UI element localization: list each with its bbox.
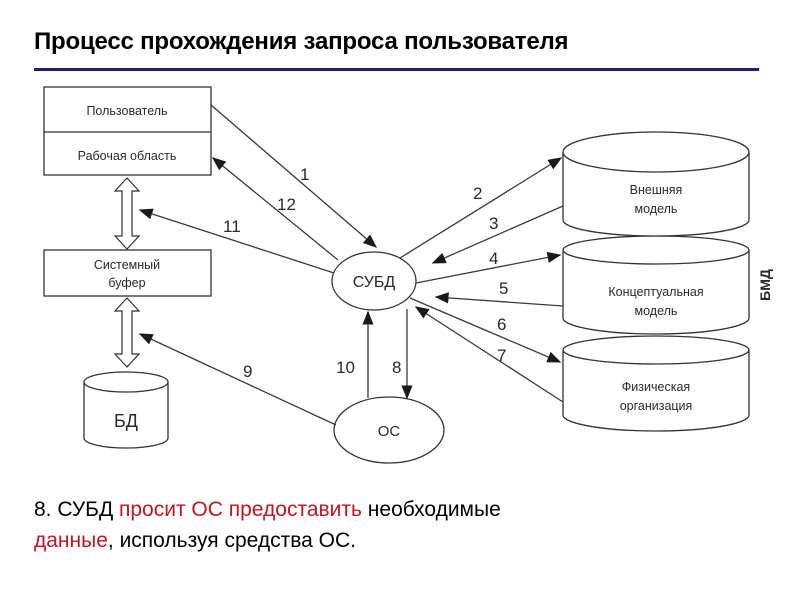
system-buffer-line1: Системный bbox=[94, 258, 160, 272]
arrow-label-2: 2 bbox=[473, 184, 482, 203]
arrow-label-9: 9 bbox=[243, 362, 252, 381]
system-buffer-box: Системный буфер bbox=[43, 249, 212, 297]
physical-org-line1: Физическая bbox=[622, 380, 690, 394]
arrow-7 bbox=[414, 306, 564, 403]
step-caption: 8. СУБД просит ОС предоставить необходим… bbox=[34, 494, 501, 556]
caption-highlight-2: данные bbox=[34, 529, 108, 552]
double-arrow-user-buffer bbox=[113, 177, 141, 250]
dbms-label: СУБД bbox=[353, 274, 396, 291]
arrow-2 bbox=[399, 157, 563, 259]
arrow-label-8: 8 bbox=[392, 358, 401, 377]
bmd-stack bbox=[562, 131, 750, 432]
arrow-label-3: 3 bbox=[489, 214, 498, 233]
caption-part1: 8. СУБД bbox=[34, 498, 119, 521]
arrow-6 bbox=[409, 297, 562, 363]
system-buffer-line2: буфер bbox=[108, 276, 145, 290]
user-label: Пользователь bbox=[86, 104, 167, 118]
user-box: Пользователь Рабочая область bbox=[43, 86, 212, 176]
arrow-5 bbox=[434, 292, 564, 307]
physical-org-line2: организация bbox=[620, 399, 693, 413]
caption-highlight-1: просит ОС предоставить bbox=[119, 498, 362, 521]
workspace-label: Рабочая область bbox=[78, 149, 177, 163]
external-model-line2: модель bbox=[635, 202, 678, 216]
db-cylinder: БД bbox=[83, 371, 169, 449]
arrow-label-5: 5 bbox=[499, 279, 508, 298]
arrow-label-12: 12 bbox=[277, 195, 296, 214]
arrow-label-11: 11 bbox=[223, 217, 241, 236]
arrow-9 bbox=[138, 333, 337, 426]
arrow-label-7: 7 bbox=[497, 346, 506, 365]
caption-part5: , используя средства ОС. bbox=[107, 529, 356, 552]
external-model-line1: Внешняя bbox=[630, 183, 683, 197]
bmd-label: БМД bbox=[757, 269, 773, 301]
arrow-label-4: 4 bbox=[489, 249, 498, 268]
arrow-label-10: 10 bbox=[336, 358, 355, 377]
os-node: ОС bbox=[333, 396, 445, 464]
double-arrow-buffer-db bbox=[113, 297, 141, 368]
arrow-4 bbox=[415, 251, 562, 284]
arrow-label-1: 1 bbox=[300, 165, 309, 184]
arrow-1 bbox=[210, 104, 378, 248]
arrow-3 bbox=[431, 205, 564, 264]
db-label: БД bbox=[114, 411, 138, 431]
title-underline bbox=[34, 68, 759, 71]
conceptual-model-line1: Концептуальная bbox=[608, 285, 703, 299]
slide-title: Процесс прохождения запроса пользователя bbox=[34, 28, 569, 55]
os-label: ОС bbox=[378, 423, 401, 440]
arrow-12 bbox=[211, 157, 339, 261]
arrow-label-6: 6 bbox=[497, 315, 506, 334]
caption-part3: необходимые bbox=[361, 498, 501, 521]
conceptual-model-line2: модель bbox=[635, 304, 678, 318]
dbms-node: СУБД bbox=[331, 251, 417, 311]
arrow-11 bbox=[138, 208, 335, 274]
